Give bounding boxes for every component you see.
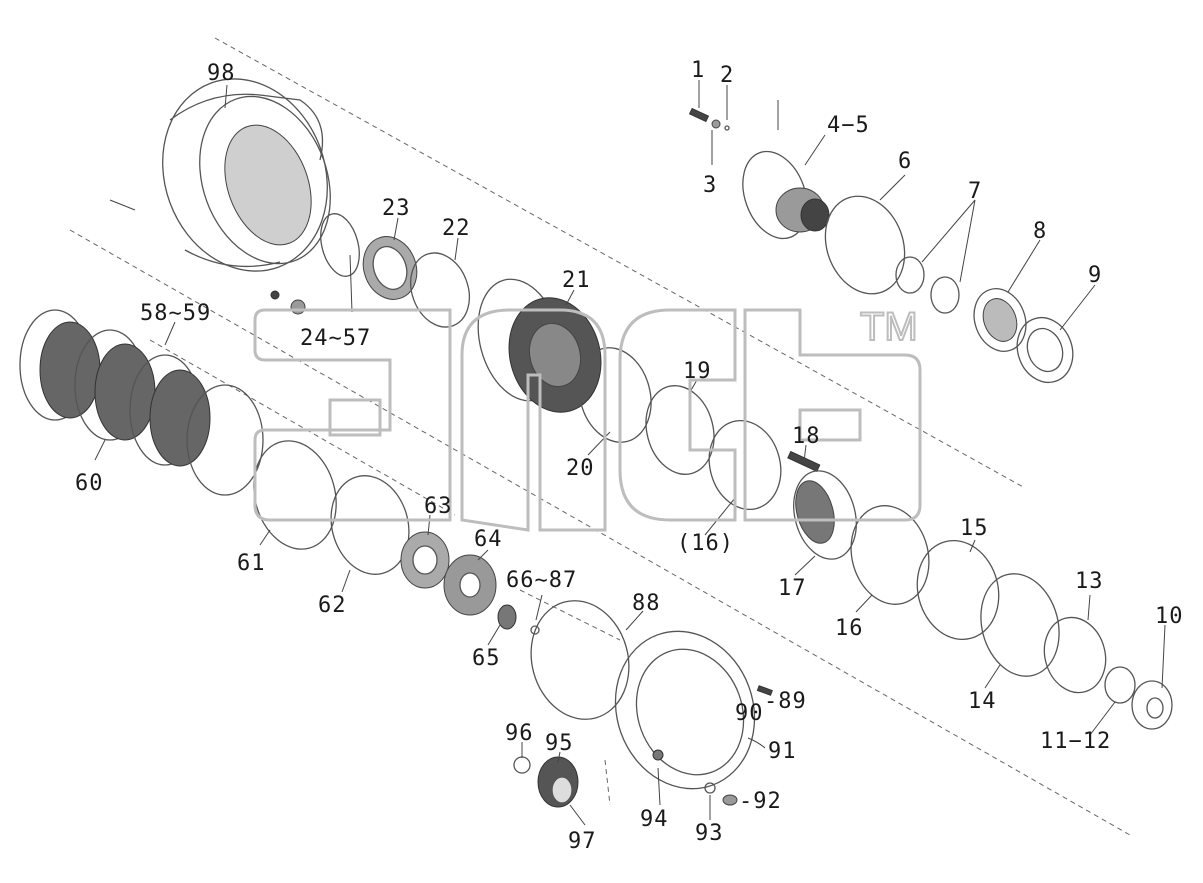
- part-label-90: 90: [735, 701, 764, 726]
- part-label-11-12: 11−12: [1040, 729, 1111, 754]
- part-label-13: 13: [1075, 569, 1104, 594]
- watermark-tm: TM: [860, 305, 918, 349]
- part-label-22: 22: [442, 216, 471, 241]
- part-label-98: 98: [207, 61, 236, 86]
- part-label-18: 18: [792, 424, 821, 449]
- part-label-8: 8: [1033, 219, 1047, 244]
- ring-part-6: [824, 195, 906, 295]
- ring-part-15: [916, 539, 1000, 641]
- part-label-7: 7: [968, 179, 982, 204]
- part-label-91: 91: [768, 739, 797, 764]
- part-label-1: 1: [691, 58, 705, 83]
- part-label-94: 94: [640, 807, 669, 832]
- part-label-88: 88: [632, 591, 661, 616]
- parts-95-96-97: [513, 756, 579, 808]
- part-label-17: 17: [778, 576, 807, 601]
- part-label-20: 20: [566, 456, 595, 481]
- part-label-24-57: 24∼57: [300, 326, 371, 351]
- oring-part-7b: [930, 276, 960, 314]
- part-label-64: 64: [474, 527, 503, 552]
- part-label-14: 14: [968, 689, 997, 714]
- part-label-89: -89: [764, 689, 807, 714]
- part-label-6: 6: [898, 149, 912, 174]
- part-label-4-5: 4−5: [827, 113, 870, 138]
- part-label-19: 19: [683, 359, 712, 384]
- leader-lines: [94, 80, 1166, 826]
- part-label-16: 16: [835, 616, 864, 641]
- part-label-15: 15: [960, 516, 989, 541]
- part-label-96: 96: [505, 721, 534, 746]
- part-label-21: 21: [562, 268, 591, 293]
- bearing-part-8: [973, 288, 1027, 352]
- bearing-part-9: [1016, 316, 1074, 384]
- parts-61-62: [253, 440, 410, 575]
- ring-part-16: [850, 505, 930, 605]
- part-label-92: -92: [739, 789, 782, 814]
- part-label-63: 63: [424, 494, 453, 519]
- part-label-93: 93: [695, 821, 724, 846]
- cover-part-94: [614, 630, 756, 790]
- ring-part-20: [578, 347, 652, 443]
- gear-part-21: [477, 278, 602, 413]
- ring-part-13: [1043, 616, 1107, 694]
- oring-part-7a: [895, 256, 925, 294]
- part-label-3: 3: [703, 173, 717, 198]
- part-label-97: 97: [568, 829, 597, 854]
- fasteners-89-93: [704, 685, 773, 806]
- part-label-95: 95: [545, 731, 574, 756]
- assembly-axes: [69, 37, 1131, 836]
- part-label-10: 10: [1155, 604, 1184, 629]
- part-label-58-59: 58∼59: [140, 301, 211, 326]
- part-label-9: 9: [1088, 263, 1102, 288]
- part-label-61: 61: [237, 551, 266, 576]
- parts-63-64-65: [400, 531, 540, 635]
- part-label-23: 23: [382, 196, 411, 221]
- parts-17-18: [787, 450, 857, 560]
- ring-part-19: [645, 385, 715, 475]
- part-label-66-87: 66∼87: [506, 568, 577, 593]
- hub-part-4-5: [742, 100, 830, 240]
- part-label-65: 65: [472, 646, 501, 671]
- part-label-2: 2: [720, 63, 734, 88]
- part-label-16p: (16): [677, 531, 734, 556]
- clutch-discs-58-60: [19, 309, 264, 496]
- part-label-62: 62: [318, 593, 347, 618]
- part-label-60: 60: [75, 471, 104, 496]
- watermark-logo: TM: [253, 304, 922, 532]
- housing-part-98: [109, 78, 331, 272]
- ring-part-16p: [708, 419, 782, 511]
- parts-10-11-12: [1104, 666, 1173, 730]
- bolts-1-2-3: [688, 107, 730, 131]
- ring-part-14: [980, 573, 1060, 677]
- ring-part-88: [530, 600, 630, 720]
